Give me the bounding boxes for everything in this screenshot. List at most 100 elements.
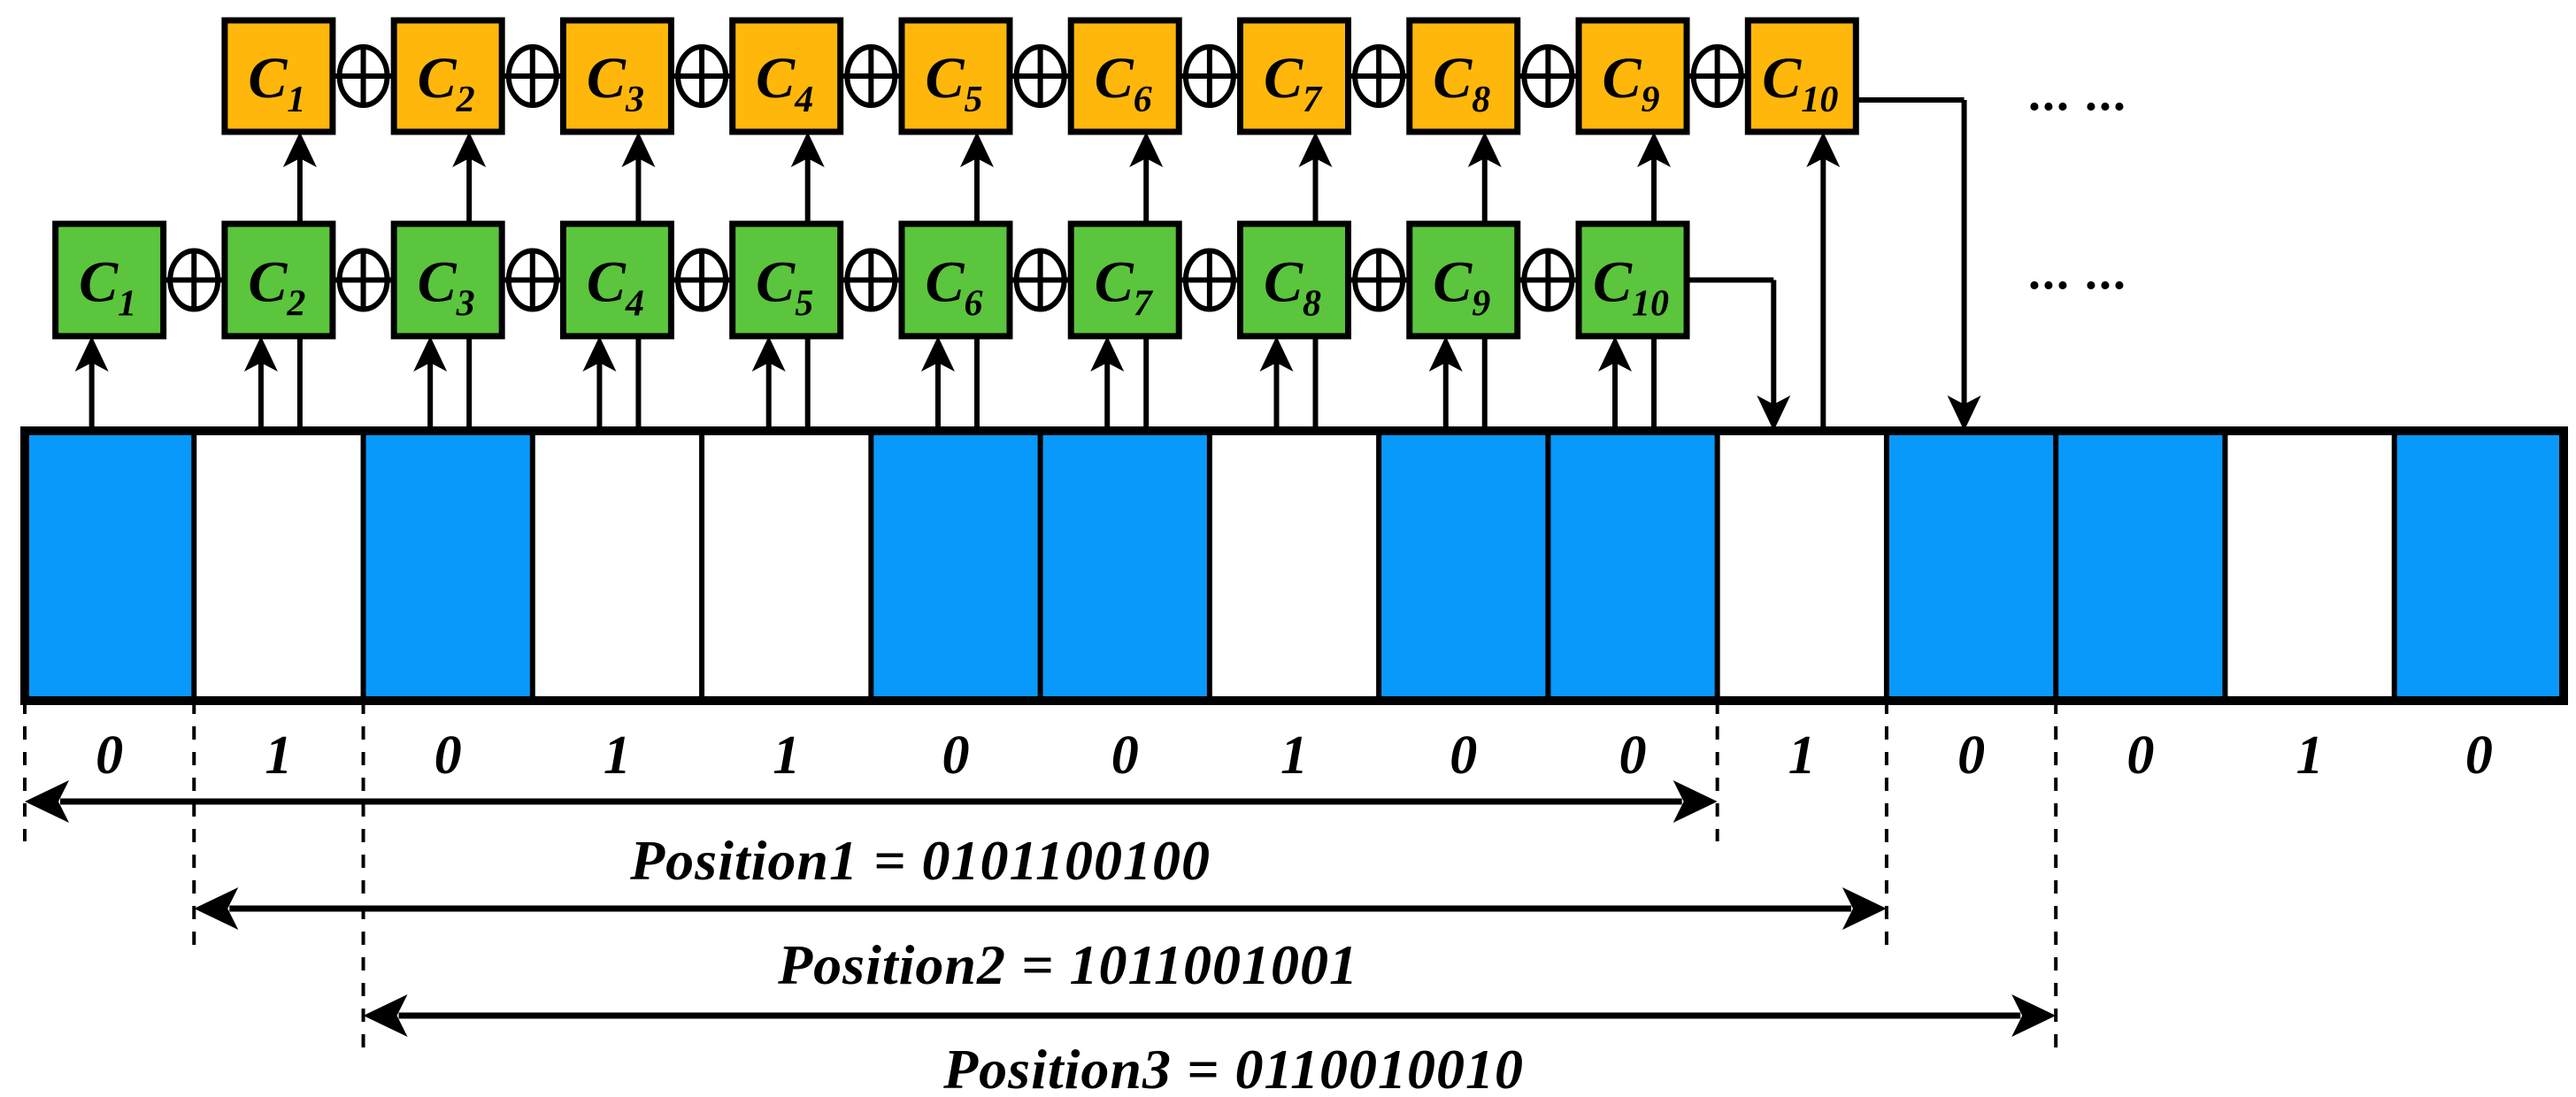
green-box (898, 220, 1013, 340)
cell-to-orange-arrowhead (621, 132, 656, 167)
span-arrowhead-right (2011, 994, 2057, 1037)
green-box-label: C1 (79, 250, 136, 325)
bit-label: 0 (96, 725, 123, 786)
green-box-label: C9 (1433, 250, 1490, 325)
cell-to-green-arrowhead (1428, 336, 1463, 372)
span-arrowhead-right (1672, 780, 1718, 823)
bit-cell (2225, 431, 2395, 701)
orange-box-label: C3 (587, 46, 644, 120)
cell-to-orange-arrowhead (1129, 132, 1164, 167)
bit-label: 1 (265, 725, 292, 786)
cell-to-green-arrowhead (582, 336, 617, 372)
cell-to-orange-arrowhead (452, 132, 487, 167)
orange-box-label: C4 (756, 46, 813, 120)
green-box-label: C3 (418, 250, 475, 325)
green-box (390, 220, 505, 340)
position2-label: Position2 = 1011001001 (778, 933, 1358, 996)
orange-box-label: C2 (418, 46, 475, 120)
bit-label: 1 (2296, 725, 2324, 786)
bit-cell (1209, 431, 1380, 701)
green-box-label: C2 (248, 250, 305, 325)
green-c10-feedback-arrowhead (1757, 395, 1791, 431)
orange-box (1237, 17, 1351, 135)
green-box (1575, 220, 1690, 340)
position1-label: Position1 = 0101100100 (630, 829, 1211, 892)
bit-label: 0 (1111, 725, 1139, 786)
cell-to-green-arrowhead (751, 336, 786, 372)
cell-to-orange-arrowhead (1637, 132, 1672, 167)
green-box-label: C8 (1264, 250, 1321, 325)
cell-to-green-arrowhead (1598, 336, 1633, 372)
bit-cell (25, 431, 195, 701)
ellipsis-orange-row: ... ... (2030, 66, 2129, 121)
orange-box (729, 17, 844, 135)
bit-label: 1 (773, 725, 800, 786)
cell-to-orange-arrowhead (1467, 132, 1502, 167)
bit-cell (1040, 431, 1210, 701)
bit-cell (871, 431, 1041, 701)
cell-to-orange-arrowhead (1806, 132, 1841, 167)
green-box-label: C4 (587, 250, 644, 325)
orange-box (1406, 17, 1521, 135)
cell-to-orange-arrowhead (959, 132, 994, 167)
bit-cell (194, 431, 364, 701)
span-arrowhead-left (363, 994, 408, 1037)
orange-box (1744, 17, 1859, 135)
green-box (729, 220, 844, 340)
orange-c10-feedback-arrowhead (1947, 395, 1981, 431)
bit-cell (1548, 431, 1718, 701)
cell-to-green-arrowhead (1090, 336, 1125, 372)
bit-cell (2394, 431, 2564, 701)
orange-box-label: C8 (1433, 46, 1490, 120)
bit-label: 0 (1957, 725, 1985, 786)
bit-cell (363, 431, 533, 701)
green-box (1406, 220, 1521, 340)
array-border (20, 426, 2568, 705)
orange-box (390, 17, 505, 135)
cell-to-green-arrowhead (413, 336, 448, 372)
bit-cell (702, 431, 872, 701)
bit-cell (532, 431, 703, 701)
bit-cell (2056, 431, 2226, 701)
span-arrowhead-left (194, 887, 239, 930)
bit-cell (1717, 431, 1887, 701)
orange-box-label: C10 (1762, 46, 1838, 120)
cell-to-orange-arrowhead (1298, 132, 1333, 167)
bit-label: 0 (2465, 725, 2493, 786)
bit-cell (1379, 431, 1549, 701)
cell-to-green-arrowhead (1259, 336, 1294, 372)
cell-to-orange-arrowhead (790, 132, 825, 167)
bit-label: 0 (434, 725, 462, 786)
bit-label: 0 (1619, 725, 1647, 786)
cell-to-orange-arrowhead (282, 132, 317, 167)
bit-label: 0 (1449, 725, 1477, 786)
green-box (1237, 220, 1351, 340)
orange-box-label: C5 (925, 46, 982, 120)
green-box (221, 220, 336, 340)
span-arrowhead-right (1842, 887, 1887, 930)
orange-box (1575, 17, 1690, 135)
cell-to-green-arrowhead (920, 336, 955, 372)
bit-label: 1 (604, 725, 631, 786)
cell-to-green-arrowhead (74, 336, 109, 372)
bit-label: 0 (942, 725, 969, 786)
span-arrowhead-left (25, 780, 69, 823)
cell-to-green-arrowhead (243, 336, 278, 372)
orange-box-label: C9 (1603, 46, 1660, 120)
green-box (52, 220, 167, 340)
orange-box (1067, 17, 1182, 135)
orange-box (221, 17, 336, 135)
orange-box-label: C1 (248, 46, 305, 120)
bit-label: 0 (2126, 725, 2154, 786)
green-box-label: C6 (925, 250, 982, 325)
green-box (559, 220, 674, 340)
green-box-label: C7 (1095, 250, 1154, 325)
green-box-label: C5 (756, 250, 813, 325)
bit-label: 1 (1788, 725, 1816, 786)
bit-label: 1 (1280, 725, 1308, 786)
position3-label: Position3 = 0110010010 (943, 1038, 1524, 1097)
orange-box-label: C6 (1095, 46, 1152, 120)
bit-cell (1886, 431, 2057, 701)
